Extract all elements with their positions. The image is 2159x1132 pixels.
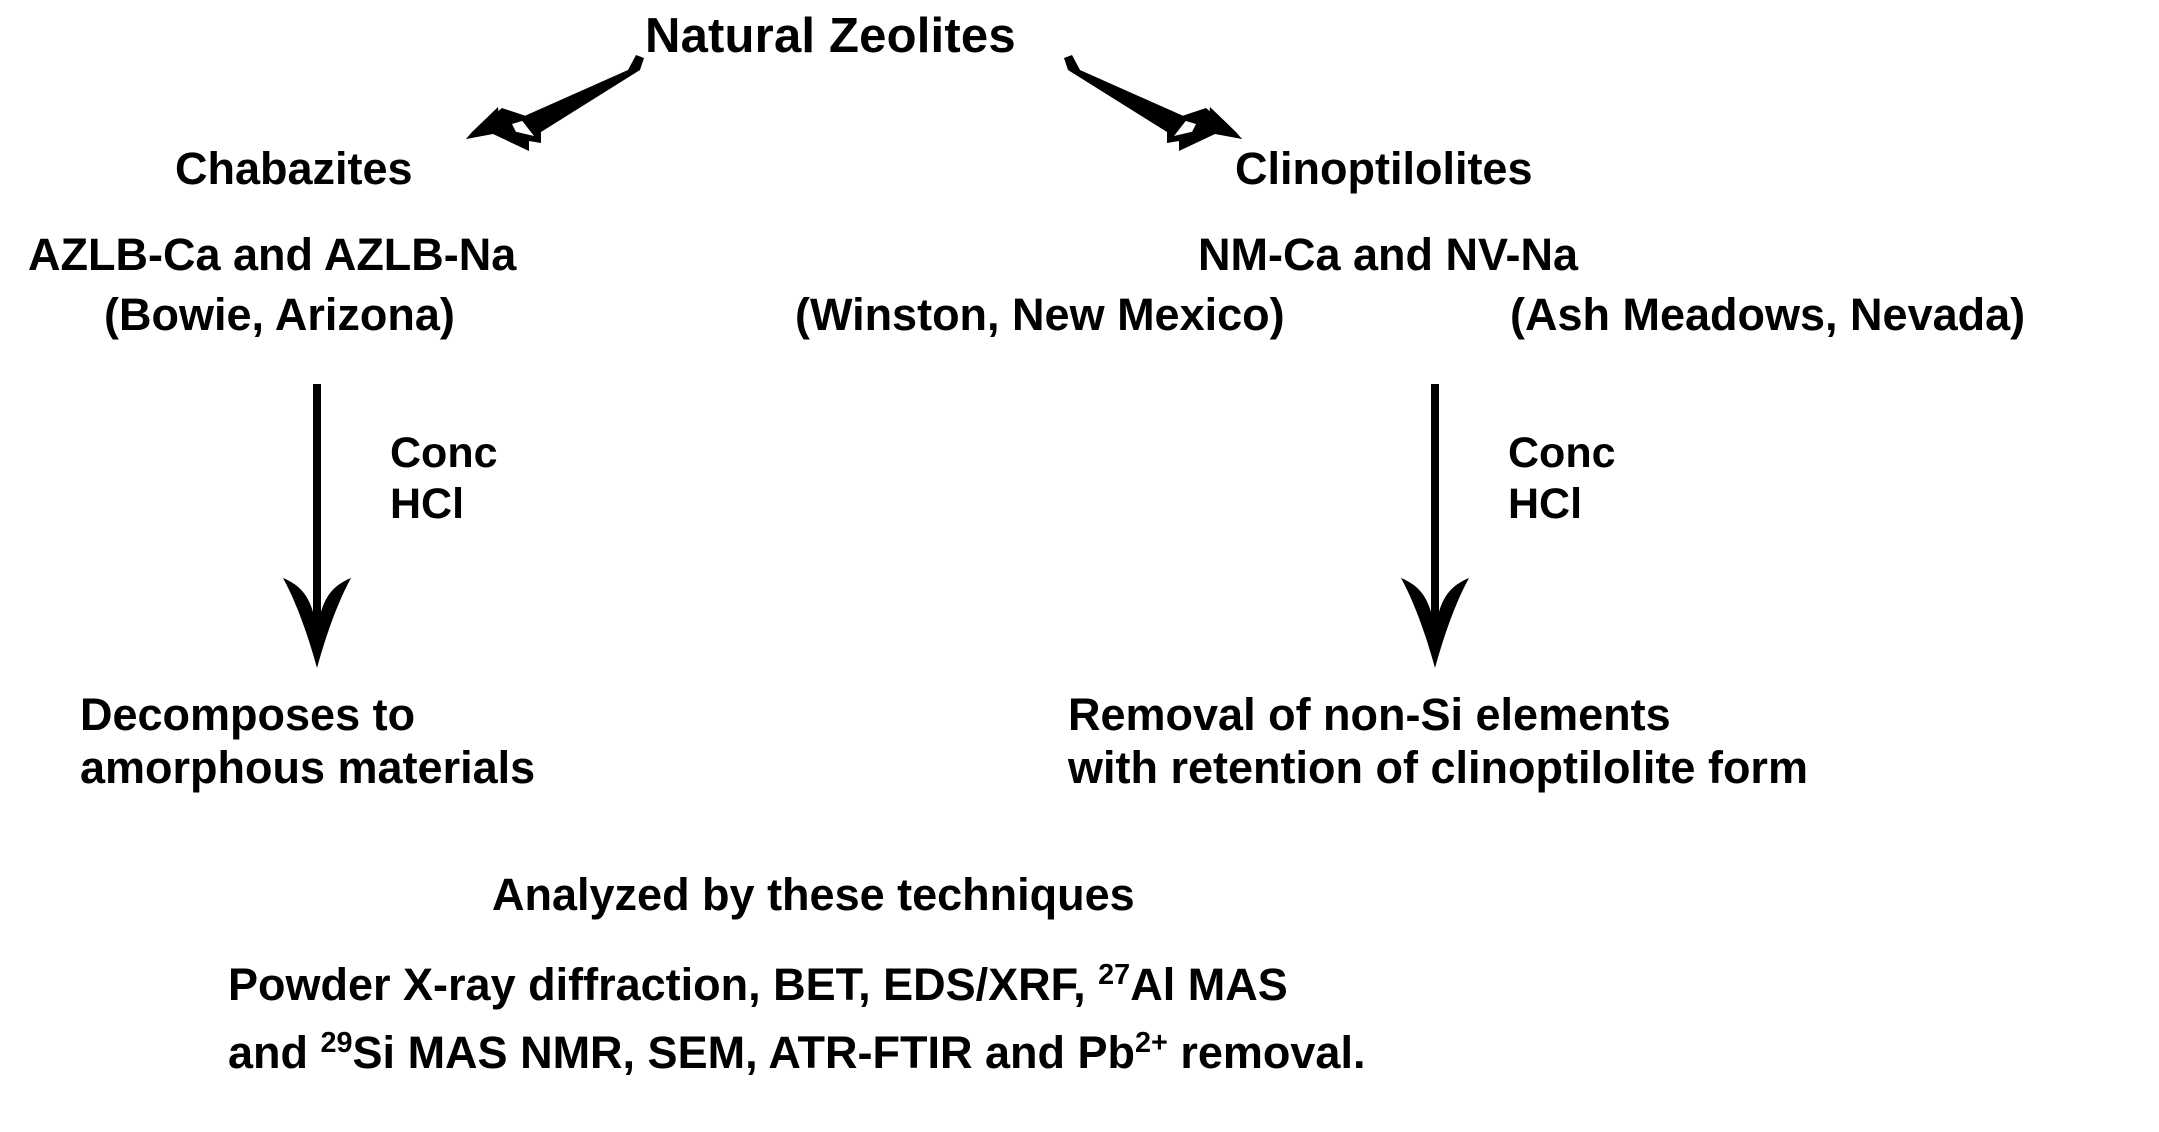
techniques-line2-superscript-2plus: 2+ [1135, 1027, 1168, 1059]
footer-heading: Analyzed by these techniques [492, 869, 1135, 920]
right-treatment-line-1: Conc [1508, 429, 1616, 477]
left-branch-samples: AZLB-Ca and AZLB-Na [28, 229, 517, 280]
right-branch-treatment: Conc HCl [1508, 428, 1616, 529]
right-branch-samples: NM-Ca and NV-Na [1198, 229, 1579, 280]
left-branch-class-label: Chabazites [175, 143, 413, 194]
techniques-line1-part2: Al MAS [1130, 959, 1288, 1010]
left-branch-treatment: Conc HCl [390, 428, 498, 529]
arrow-down-left-icon [466, 55, 644, 151]
right-branch-outcome: Removal of non-Si elements with retentio… [1068, 688, 1808, 794]
left-outcome-line-1: Decomposes to [80, 689, 416, 740]
right-outcome-line-2: with retention of clinoptilolite form [1068, 742, 1808, 794]
right-branch-origin-1: (Winston, New Mexico) [795, 289, 1285, 340]
footer-techniques-line-1: Powder X-ray diffraction, BET, EDS/XRF, … [228, 958, 1288, 1011]
left-treatment-line-1: Conc [390, 429, 498, 477]
techniques-line1-part1: Powder X-ray diffraction, BET, EDS/XRF, [228, 959, 1099, 1010]
techniques-line2-part1: and [228, 1027, 321, 1078]
left-branch-outcome: Decomposes to amorphous materials [80, 688, 535, 794]
techniques-line2-part2: Si MAS NMR, SEM, ATR-FTIR and Pb [352, 1027, 1136, 1078]
right-outcome-line-1: Removal of non-Si elements [1068, 689, 1671, 740]
techniques-line2-part3: removal. [1167, 1027, 1366, 1078]
arrow-down-right-branch-icon [1401, 384, 1469, 668]
left-branch-origin: (Bowie, Arizona) [104, 289, 455, 340]
arrow-down-left-branch-icon [283, 384, 351, 668]
left-treatment-line-2: HCl [390, 479, 465, 528]
techniques-line1-superscript: 27 [1098, 959, 1131, 991]
left-outcome-line-2: amorphous materials [80, 742, 536, 794]
arrow-down-right-icon [1064, 55, 1242, 151]
right-branch-class-label: Clinoptilolites [1235, 143, 1533, 194]
footer-techniques-line-2: and 29Si MAS NMR, SEM, ATR-FTIR and Pb2+… [228, 1026, 1365, 1079]
techniques-line2-superscript-29: 29 [320, 1027, 353, 1059]
root-node-label: Natural Zeolites [645, 9, 1016, 63]
right-branch-origin-2: (Ash Meadows, Nevada) [1510, 289, 2026, 340]
right-treatment-line-2: HCl [1508, 479, 1583, 528]
